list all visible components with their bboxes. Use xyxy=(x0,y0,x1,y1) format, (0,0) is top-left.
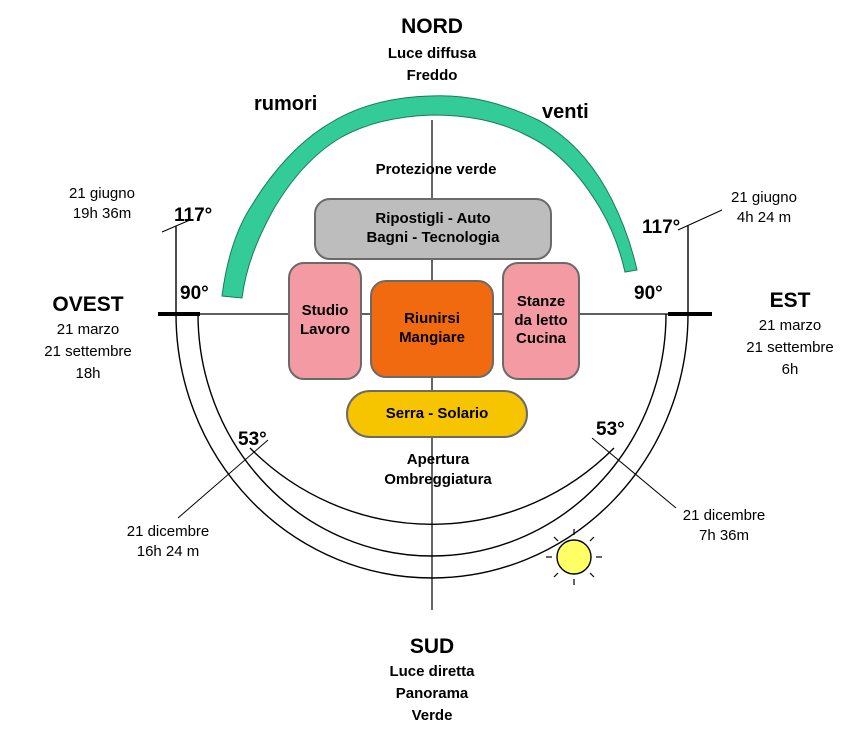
room-bedrooms-line2: da letto xyxy=(514,311,568,329)
room-center-line2: Mangiare xyxy=(399,329,465,346)
south-line1: Luce diretta xyxy=(389,663,475,680)
nw-time: 19h 36m xyxy=(72,205,132,222)
arc-inner xyxy=(249,447,615,525)
east-line1: 21 marzo xyxy=(758,317,822,334)
south-line2: Panorama xyxy=(395,685,469,702)
room-bedrooms-line3: Cucina xyxy=(515,330,566,348)
arc-middle xyxy=(197,313,667,557)
ne-date: 21 giugno xyxy=(731,189,797,206)
se-date: 21 dicembre xyxy=(682,507,766,524)
sw-diag xyxy=(177,439,269,519)
west-line2: 21 settembre xyxy=(44,343,132,360)
ne-diag xyxy=(677,209,723,231)
room-greenhouse: Serra - Solario xyxy=(346,390,528,438)
south-title: SUD xyxy=(409,635,455,658)
angle-e53: 53° xyxy=(596,419,625,440)
angle-e117: 117° xyxy=(642,217,681,238)
se-diag xyxy=(591,437,677,509)
north-line1: Luce diffusa xyxy=(387,45,477,62)
north-title: NORD xyxy=(401,15,463,38)
west-line1: 21 marzo xyxy=(56,321,120,338)
angle-e90: 90° xyxy=(634,283,663,304)
arc-outer xyxy=(175,226,689,579)
nw-diag xyxy=(161,219,191,233)
sun-icon xyxy=(546,529,602,585)
north-line2: Freddo xyxy=(406,67,458,84)
south-line3: Verde xyxy=(411,707,453,724)
west-line3: 18h xyxy=(75,365,101,382)
label-protezione: Protezione verde xyxy=(375,161,497,178)
angle-w53: 53° xyxy=(238,429,267,450)
angle-w90: 90° xyxy=(180,283,209,304)
room-center-line1: Riunirsi xyxy=(404,310,460,328)
east-title: EST xyxy=(769,289,811,312)
label-rumori: rumori xyxy=(254,93,318,115)
ne-time: 4h 24 m xyxy=(736,209,792,226)
room-bedrooms-line1: Stanze xyxy=(516,292,566,310)
west-title: OVEST xyxy=(52,293,124,316)
east-line3: 6h xyxy=(781,361,799,378)
nw-date: 21 giugno xyxy=(69,185,135,202)
room-studio-line2: Lavoro xyxy=(299,321,350,338)
room-storage-line2: Bagni - Tecnologia xyxy=(366,229,500,246)
room-greenhouse-line1: Serra - Solario xyxy=(385,404,489,422)
green-hedge xyxy=(221,95,638,299)
angle-w117: 117° xyxy=(174,205,213,226)
room-studio-line1: Studio xyxy=(301,302,349,320)
sw-date: 21 dicembre xyxy=(126,523,210,540)
sw-time: 16h 24 m xyxy=(136,543,200,560)
label-apertura: Apertura xyxy=(406,451,470,468)
se-time: 7h 36m xyxy=(698,527,750,544)
label-ombreggiatura: Ombreggiatura xyxy=(384,471,492,488)
room-storage-line1: Ripostigli - Auto xyxy=(375,210,491,228)
east-line2: 21 settembre xyxy=(746,339,834,356)
label-venti: venti xyxy=(542,101,589,123)
